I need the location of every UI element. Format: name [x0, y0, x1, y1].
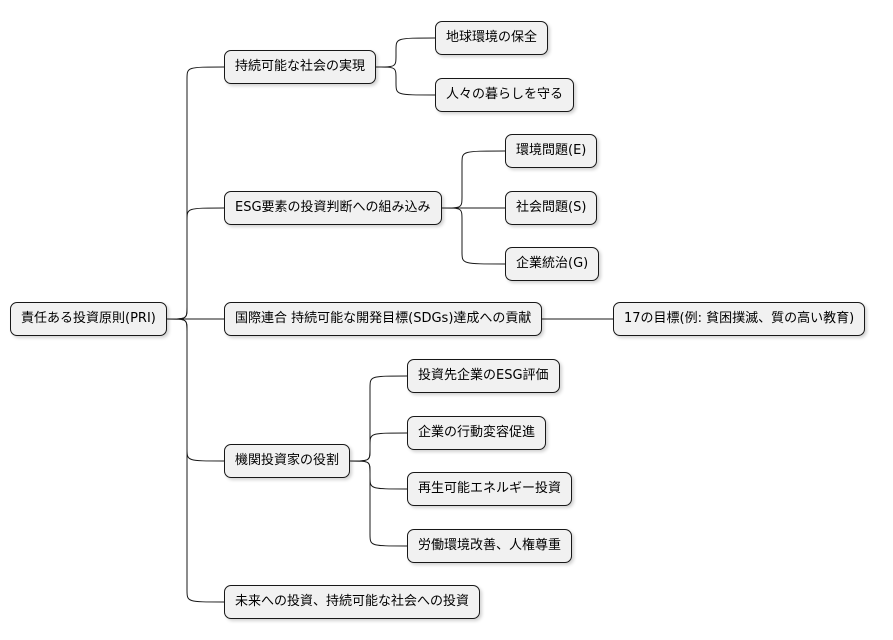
leaf-node-label: 地球環境の保全 — [446, 30, 538, 45]
leaf-node-esg-evaluation: 投資先企業のESG評価 — [407, 359, 560, 393]
branch-node-label: 機関投資家の役割 — [235, 453, 340, 468]
branch-node-institutional-investors: 機関投資家の役割 — [224, 444, 351, 478]
root-node-label: 責任ある投資原則(PRI) — [21, 311, 156, 326]
branch-node-label: 未来への投資、持続可能な社会への投資 — [235, 594, 470, 609]
branch-node-sdgs: 国際連合 持続可能な開発目標(SDGs)達成への貢献 — [224, 302, 543, 336]
connector-edge-root-to-branch — [166, 318, 225, 462]
leaf-node-environment-e: 環境問題(E) — [505, 134, 598, 168]
connector-edge-root-to-branch — [166, 318, 225, 603]
leaf-node-label: 17の目標(例: 貧困撲滅、質の高い教育) — [624, 311, 855, 326]
leaf-node-protect-livelihoods: 人々の暮らしを守る — [435, 78, 575, 112]
leaf-node-label: 投資先企業のESG評価 — [418, 368, 549, 383]
leaf-node-governance-g: 企業統治(G) — [505, 247, 600, 281]
leaf-node-behavior-change: 企業の行動変容促進 — [407, 416, 547, 450]
leaf-node-label: 社会問題(S) — [516, 200, 587, 215]
leaf-node-label: 人々の暮らしを守る — [446, 87, 564, 102]
branch-node-esg-integration: ESG要素の投資判断への組み込み — [224, 191, 442, 225]
leaf-node-label: 企業の行動変容促進 — [418, 425, 536, 440]
leaf-node-earth-environment: 地球環境の保全 — [435, 21, 549, 55]
connector-edge-root-to-branch — [166, 207, 225, 320]
branch-node-label: ESG要素の投資判断への組み込み — [235, 200, 431, 215]
connector-edge-branch-to-leaf — [349, 460, 408, 547]
branch-node-label: 国際連合 持続可能な開発目標(SDGs)達成への貢献 — [235, 311, 532, 326]
connector-edge-root-to-branch — [166, 66, 225, 320]
connector-edge-branch-to-leaf — [375, 66, 436, 96]
leaf-node-labor-human-rights: 労働環境改善、人権尊重 — [407, 529, 573, 563]
connector-edge-branch-to-leaf — [349, 432, 408, 462]
leaf-node-label: 環境問題(E) — [516, 143, 587, 158]
leaf-node-17-goals: 17の目標(例: 貧困撲滅、質の高い教育) — [613, 302, 866, 336]
connector-edge-branch-to-leaf — [349, 460, 408, 490]
leaf-node-social-s: 社会問題(S) — [505, 191, 598, 225]
branch-node-future-investment: 未来への投資、持続可能な社会への投資 — [224, 585, 481, 619]
branch-node-sustainable-society: 持続可能な社会の実現 — [224, 50, 377, 84]
connector-edge-branch-to-leaf — [375, 37, 436, 68]
connector-edge-branch-to-leaf — [441, 150, 506, 209]
leaf-node-renewable-investment: 再生可能エネルギー投資 — [407, 472, 573, 506]
connector-edge-branch-to-leaf — [441, 207, 506, 265]
leaf-node-label: 企業統治(G) — [516, 256, 589, 271]
connector-edge-branch-to-leaf — [349, 375, 408, 462]
leaf-node-label: 再生可能エネルギー投資 — [418, 481, 562, 496]
root-node: 責任ある投資原則(PRI) — [10, 302, 167, 336]
branch-node-label: 持続可能な社会の実現 — [235, 59, 366, 74]
leaf-node-label: 労働環境改善、人権尊重 — [418, 538, 562, 553]
